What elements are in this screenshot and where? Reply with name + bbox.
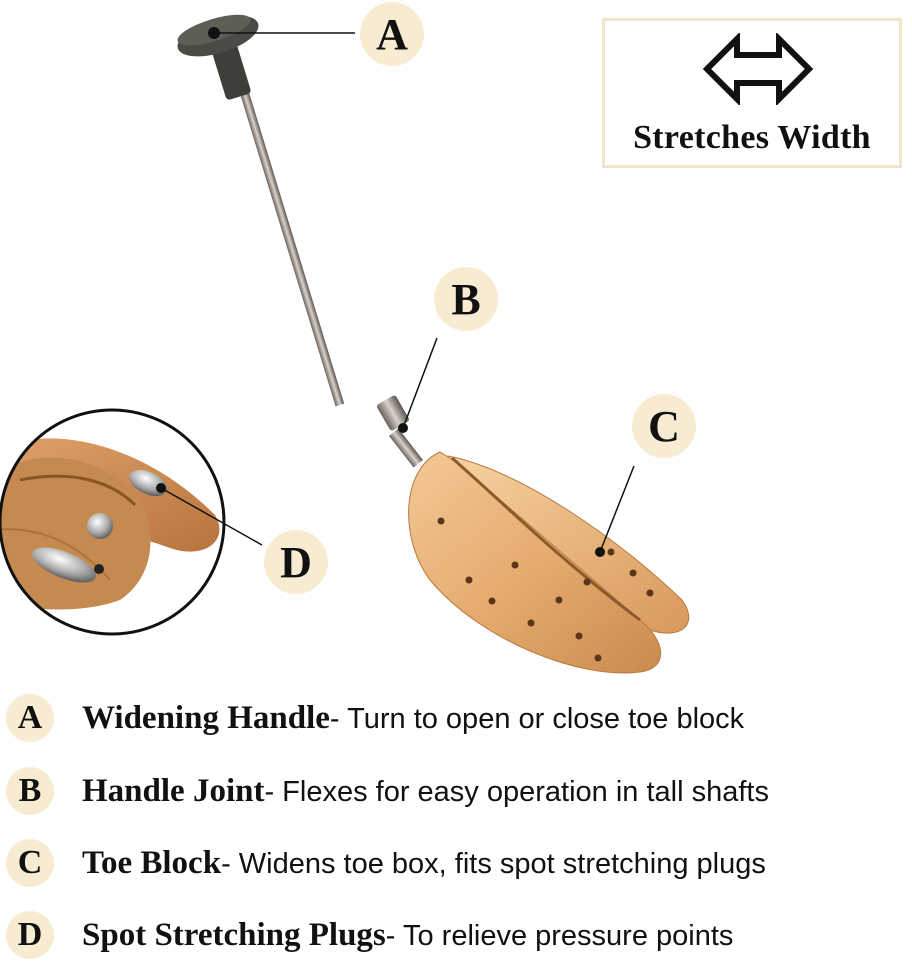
legend-item-c: C Toe Block- Widens toe box, fits spot s… <box>0 831 912 901</box>
callout-line-c <box>599 465 635 553</box>
stretches-width-panel: Stretches Width <box>602 18 902 168</box>
legend-term: Spot Stretching Plugs <box>82 917 386 953</box>
handle-joint <box>377 395 424 468</box>
legend-badge: B <box>6 767 54 815</box>
double-arrow-horizontal-icon <box>703 33 813 105</box>
callout-badge-c: C <box>632 394 696 458</box>
stretches-width-label: Stretches Width <box>633 119 871 156</box>
callout-badge-b: B <box>434 267 498 331</box>
shoe-stretcher-illustration <box>0 14 690 674</box>
legend-badge: C <box>6 839 54 887</box>
legend-term: Toe Block <box>82 845 222 881</box>
legend-text: Widening Handle- Turn to open or close t… <box>82 700 744 737</box>
legend-item-d: D Spot Stretching Plugs- To relieve pres… <box>0 903 912 973</box>
callout-line-b <box>402 337 438 429</box>
legend-text: Toe Block- Widens toe box, fits spot str… <box>82 845 766 882</box>
spot-plug-inset <box>0 408 226 636</box>
legend-term: Handle Joint <box>82 773 265 809</box>
legend-item-a: A Widening Handle- Turn to open or close… <box>0 686 912 756</box>
legend-description: - Turn to open or close toe block <box>329 703 745 735</box>
legend-item-b: B Handle Joint- Flexes for easy operatio… <box>0 759 912 829</box>
callout-badge-a: A <box>360 2 424 66</box>
toe-block <box>408 451 690 674</box>
legend-text: Spot Stretching Plugs- To relieve pressu… <box>82 917 733 954</box>
legend-description: - Widens toe box, fits spot stretching p… <box>221 848 766 880</box>
callout-line-d <box>160 487 263 546</box>
legend-description: - To relieve pressure points <box>385 920 734 952</box>
legend-badge: A <box>6 694 54 742</box>
callout-badge-d: D <box>264 530 328 594</box>
widening-handle <box>177 14 345 407</box>
legend-term: Widening Handle <box>82 700 330 736</box>
legend-badge: D <box>6 911 54 959</box>
legend-description: - Flexes for easy operation in tall shaf… <box>264 776 769 808</box>
legend-text: Handle Joint- Flexes for easy operation … <box>82 773 769 810</box>
